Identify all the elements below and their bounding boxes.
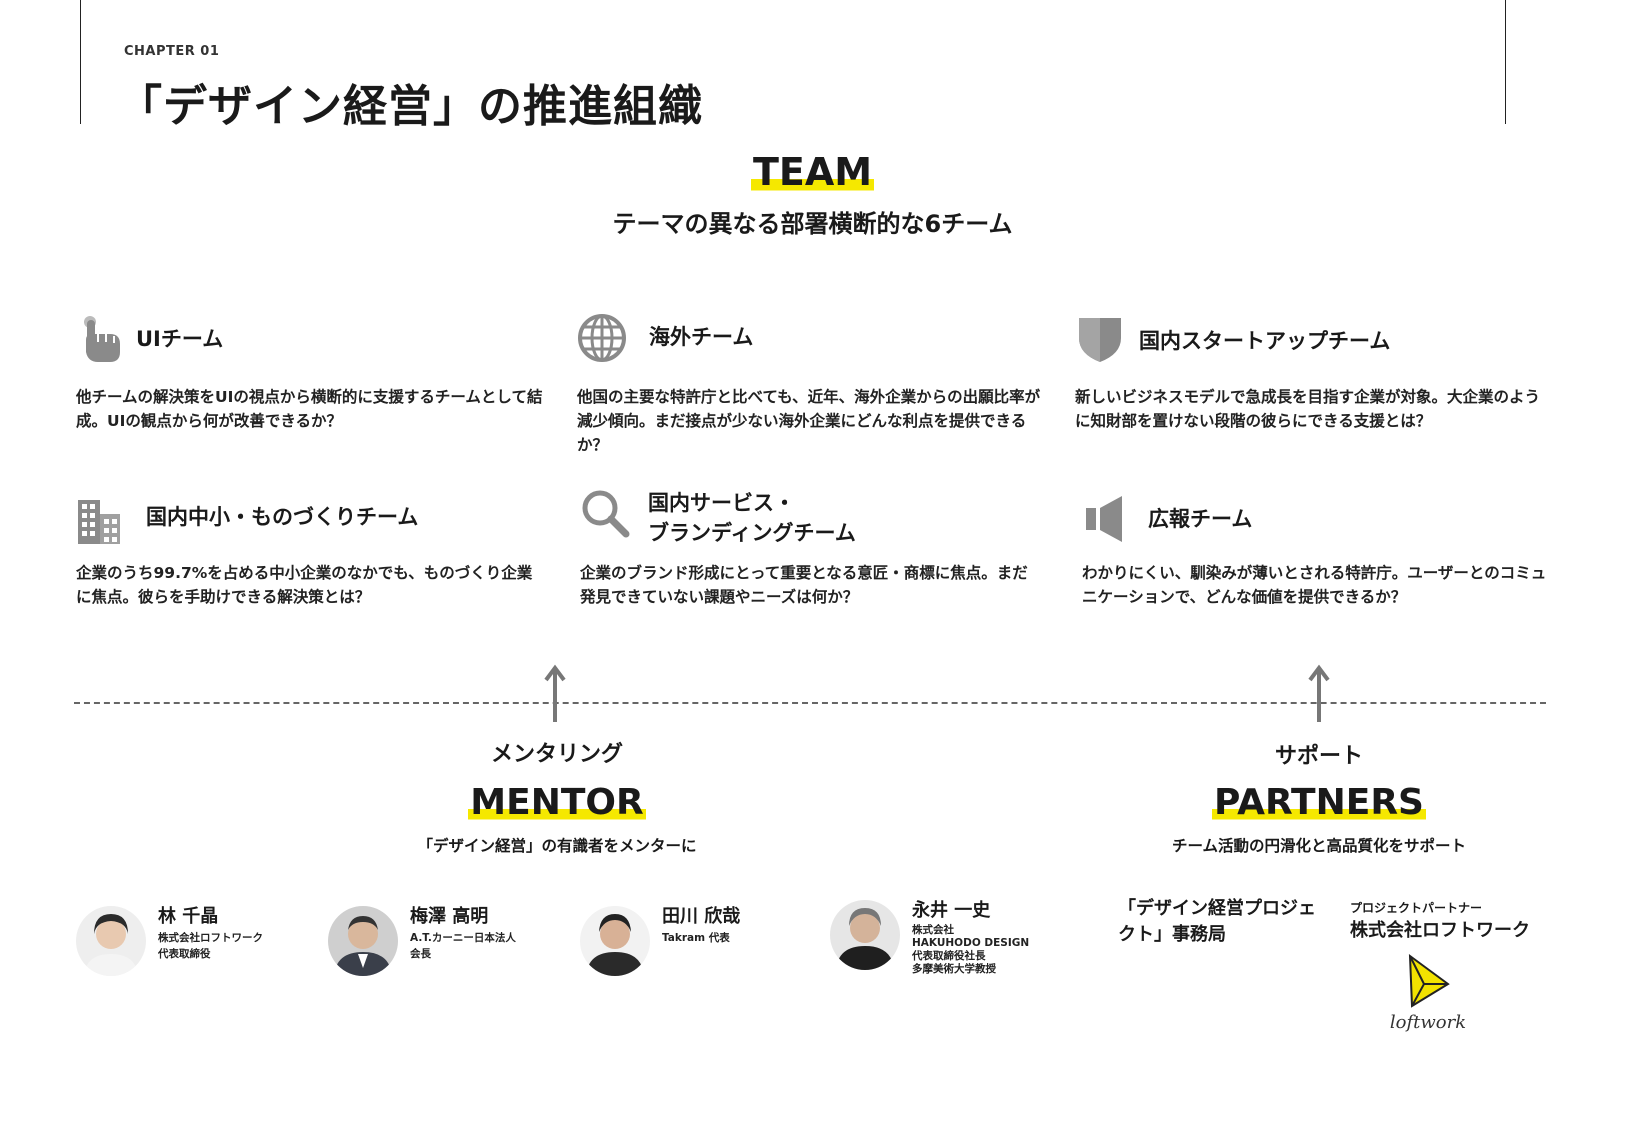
right-frame-line	[1505, 0, 1506, 124]
mentor-org-line: 代表取締役社長	[912, 950, 986, 962]
loftwork-logo-text: loftwork	[1389, 1012, 1467, 1033]
shield-icon	[1079, 318, 1121, 362]
partners-heading: PARTNERS	[1166, 782, 1472, 823]
team-name-sme: 国内中小・ものづくりチーム	[146, 505, 419, 529]
mentor-org-line: 株式会社ロフトワーク	[158, 932, 263, 944]
partners-label: サポート	[1274, 744, 1363, 769]
avatar	[830, 900, 900, 970]
partners-subtitle: チーム活動の円滑化と高品質化をサポート	[1171, 837, 1467, 855]
team-subtitle: テーマの異なる部署横断的な6チーム	[612, 210, 1013, 238]
avatar	[328, 906, 398, 976]
partner-name: 株式会社ロフトワーク	[1350, 920, 1530, 941]
mentor-org: Takram 代表	[662, 930, 730, 946]
team-desc-overseas: 他国の主要な特許庁と比べても、近年、海外企業からの出願比率が減少傾向。まだ接点が…	[577, 388, 1041, 454]
mentor-org-line: 株式会社	[912, 924, 954, 936]
team-title: TEAM	[750, 150, 875, 194]
mentor-org: 株式会社ロフトワーク 代表取締役	[158, 930, 263, 962]
team-name-overseas: 海外チーム	[649, 325, 754, 349]
team-desc-branding: 企業のブランド形成にとって重要となる意匠・商標に焦点。まだ発見できていない課題や…	[580, 564, 1028, 606]
mentor-name: 林 千晶	[158, 906, 219, 927]
project-office-line: クト」事務局	[1118, 924, 1226, 945]
team-name-branding-line1: 国内サービス・	[648, 491, 795, 515]
mentor-name: 永井 一史	[912, 900, 991, 921]
partner-label: プロジェクトパートナー	[1350, 901, 1483, 915]
mentor-label: メンタリング	[490, 742, 623, 767]
globe-icon	[578, 314, 626, 362]
page-title: 「デザイン経営」の推進組織	[118, 81, 703, 132]
avatar	[76, 906, 146, 976]
magnifier-icon	[582, 490, 630, 538]
avatar	[580, 906, 650, 976]
partners-title: PARTNERS	[1212, 782, 1426, 823]
megaphone-icon	[1086, 496, 1122, 542]
arrow-up-icon	[1308, 664, 1330, 722]
mentor-card: 永井 一史 株式会社 HAKUHODO DESIGN 代表取締役社長 多摩美術大…	[830, 890, 1070, 975]
loftwork-logo-icon	[1408, 953, 1450, 1008]
loftwork-logo: loftwork	[1388, 952, 1468, 1038]
team-desc-pr: わかりにくい、馴染みが薄いとされる特許庁。ユーザーとのコミュニケーションで、どん…	[1082, 564, 1547, 606]
team-name-ui: UIチーム	[136, 327, 224, 351]
mentor-org-line: A.T.カーニー日本法人	[410, 932, 516, 944]
left-frame-line	[80, 0, 81, 124]
mentor-subtitle: 「デザイン経営」の有識者をメンターに	[417, 837, 697, 855]
team-name-pr: 広報チーム	[1148, 507, 1253, 531]
mentor-org: 株式会社 HAKUHODO DESIGN 代表取締役社長 多摩美術大学教授	[912, 924, 1029, 976]
team-heading: TEAM	[0, 150, 1625, 194]
arrow-up-icon	[544, 664, 566, 722]
building-icon	[78, 500, 120, 544]
mentor-title: MENTOR	[468, 782, 646, 823]
mentor-card: 林 千晶 株式会社ロフトワーク 代表取締役	[76, 896, 306, 976]
team-name-startup: 国内スタートアップチーム	[1139, 329, 1391, 353]
mentor-card: 田川 欣哉 Takram 代表	[580, 896, 810, 976]
mentor-heading: MENTOR	[404, 782, 710, 823]
mentor-org-line: HAKUHODO DESIGN	[912, 937, 1030, 949]
mentor-card: 梅澤 高明 A.T.カーニー日本法人 会長	[328, 896, 558, 976]
mentor-org-line: 代表取締役	[158, 948, 211, 960]
mentor-org: A.T.カーニー日本法人 会長	[410, 930, 516, 962]
project-office-line: 「デザイン経営プロジェ	[1118, 898, 1316, 919]
mentor-org-line: 多摩美術大学教授	[912, 963, 996, 975]
mentor-name: 梅澤 高明	[410, 906, 489, 927]
chapter-label: CHAPTER 01	[124, 44, 220, 59]
team-desc-sme: 企業のうち99.7%を占める中小企業のなかでも、ものづくり企業に焦点。彼らを手助…	[76, 564, 533, 606]
pointing-hand-icon	[84, 316, 120, 362]
dashed-divider	[74, 702, 1546, 704]
team-desc-ui: 他チームの解決策をUIの視点から横断的に支援するチームとして結成。UIの観点から…	[76, 388, 543, 430]
project-office: 「デザイン経営プロジェ クト」事務局	[1118, 896, 1318, 948]
mentor-org-line: 会長	[410, 948, 431, 960]
team-name-branding-line2: ブランディングチーム	[648, 521, 856, 545]
mentor-org-line: Takram 代表	[662, 932, 730, 944]
team-desc-startup: 新しいビジネスモデルで急成長を目指す企業が対象。大企業のように知財部を置けない段…	[1075, 388, 1541, 430]
mentor-name: 田川 欣哉	[662, 906, 741, 927]
